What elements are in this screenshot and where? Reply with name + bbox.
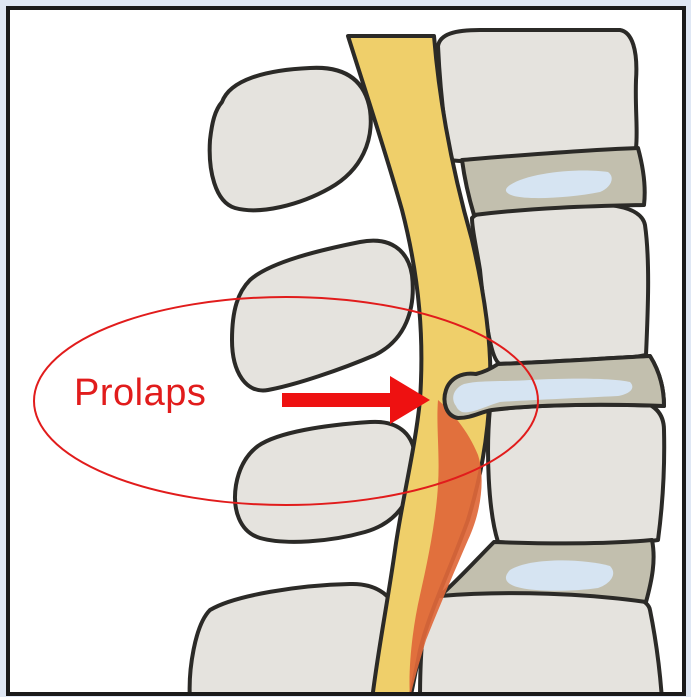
spine-illustration (10, 10, 682, 692)
vertebral-body-2 (472, 204, 648, 364)
pointer-arrow (282, 376, 430, 424)
diagram-frame: Prolaps (6, 6, 686, 696)
vertebral-body-1 (438, 30, 637, 161)
vertebral-body-4 (420, 589, 662, 692)
spinous-process-3 (235, 422, 415, 542)
spinous-process-4 (190, 584, 400, 692)
spinous-process-1 (210, 68, 371, 210)
spinous-process-2 (232, 241, 413, 391)
vertebral-body-3 (488, 398, 664, 545)
prolaps-label: Prolaps (74, 372, 206, 415)
